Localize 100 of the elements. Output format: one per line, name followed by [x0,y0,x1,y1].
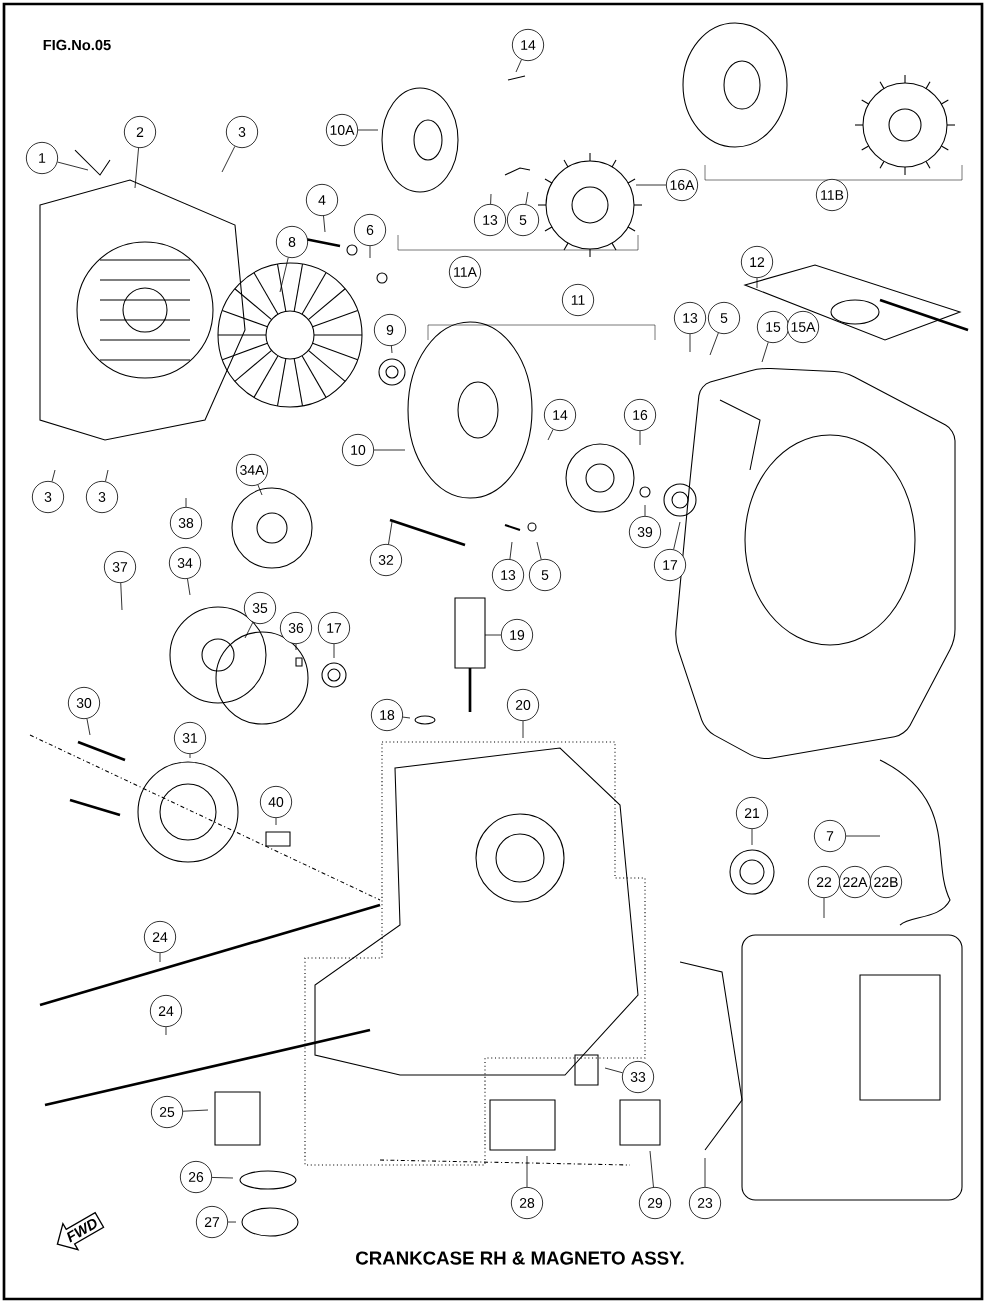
callout-number: 2 [123,115,157,149]
leader-line [709,332,719,356]
callout-number: 25 [150,1095,184,1129]
callout-number: 33 [621,1060,655,1094]
leader-line [159,952,161,963]
callout-number: 27 [195,1205,229,1239]
leader-line [120,582,123,611]
callout-number: 14 [543,398,577,432]
leader-line [509,541,513,560]
callout-number: 11B [815,178,849,212]
leader-line [275,817,277,826]
callout-number: 20 [506,688,540,722]
callout-number: 22 [807,865,841,899]
leader-line [673,521,681,550]
callout-number: 34 [168,546,202,580]
callout-number: 13 [491,558,525,592]
leader-line [823,897,825,919]
leader-line [761,341,769,363]
leader-line [402,716,411,719]
callout-number: 38 [169,506,203,540]
leader-line [547,429,554,441]
callout-number: 11 [561,283,595,317]
leader-line [221,146,236,173]
callout-number: 21 [735,796,769,830]
callout-number: 3 [225,115,259,149]
callout-number: 39 [628,515,662,549]
leader-line [391,345,393,354]
leader-line [639,430,641,446]
callout-number: 34A [235,453,269,487]
callout-number: 3 [31,480,65,514]
callout-number: 15A [786,310,820,344]
assembly-title: CRANKCASE RH & MAGNETO ASSY. [356,1251,684,1265]
callout-number: 29 [638,1186,672,1220]
callout-number: 3 [85,480,119,514]
callout-number: 37 [103,550,137,584]
callout-number: 8 [275,225,309,259]
leader-line [484,634,502,636]
leader-line [525,191,529,205]
callout-number: 26 [179,1160,213,1194]
leader-line [86,718,91,736]
leader-line [51,469,56,482]
leader-line [490,193,492,205]
callout-number: 5 [528,558,562,592]
leader-line [187,578,191,596]
leader-line [756,277,758,289]
callout-number: 17 [653,548,687,582]
leader-line [644,504,646,517]
leader-line [257,484,263,496]
leader-line [689,333,691,353]
leader-line [369,245,371,259]
callout-number: 14 [511,28,545,62]
callout-number: 32 [369,543,403,577]
callout-number: 17 [317,611,351,645]
callout-number: 24 [149,994,183,1028]
callout-number: 23 [688,1186,722,1220]
leader-line [323,215,326,233]
callout-number: 6 [353,213,387,247]
leader-line [211,1177,234,1179]
leader-line [185,497,187,508]
callout-number: 36 [279,611,313,645]
callout-number: 24 [143,920,177,954]
leader-line [635,184,667,186]
leader-line [105,469,109,482]
leader-line [845,835,881,837]
leader-line [295,643,297,651]
leader-line [751,828,753,846]
leader-line [134,147,139,189]
callout-number: 16A [665,168,699,202]
callout-number: 40 [259,785,293,819]
leader-line [57,161,89,171]
leader-line [189,753,191,759]
callout-number: 16 [623,398,657,432]
callout-number: 35 [243,591,277,625]
leader-line [649,1150,654,1188]
figure-number: FIG.No.05 [43,39,111,51]
callout-number: 18 [370,698,404,732]
callout-number: 15 [756,310,790,344]
callout-number: 19 [500,618,534,652]
callout-number: 12 [740,245,774,279]
leader-line [522,720,524,739]
callout-number: 5 [506,203,540,237]
leader-line [333,643,335,659]
leader-line [227,1221,237,1223]
leader-line [536,541,542,560]
leader-line [604,1067,623,1074]
leader-line [165,1026,167,1036]
leader-line [704,1157,706,1188]
callout-number: 13 [473,203,507,237]
callout-number: 10 [341,433,375,467]
callout-number: 28 [510,1186,544,1220]
leader-line [279,257,289,293]
callout-number: 10A [325,113,359,147]
callout-number: 7 [813,819,847,853]
leader-line [182,1109,209,1112]
callout-number: 1 [25,141,59,175]
callout-number: 22A [838,865,872,899]
callout-number: 30 [67,686,101,720]
leader-line [373,449,406,451]
leader-line [388,521,393,545]
callout-number: 11A [448,255,482,289]
